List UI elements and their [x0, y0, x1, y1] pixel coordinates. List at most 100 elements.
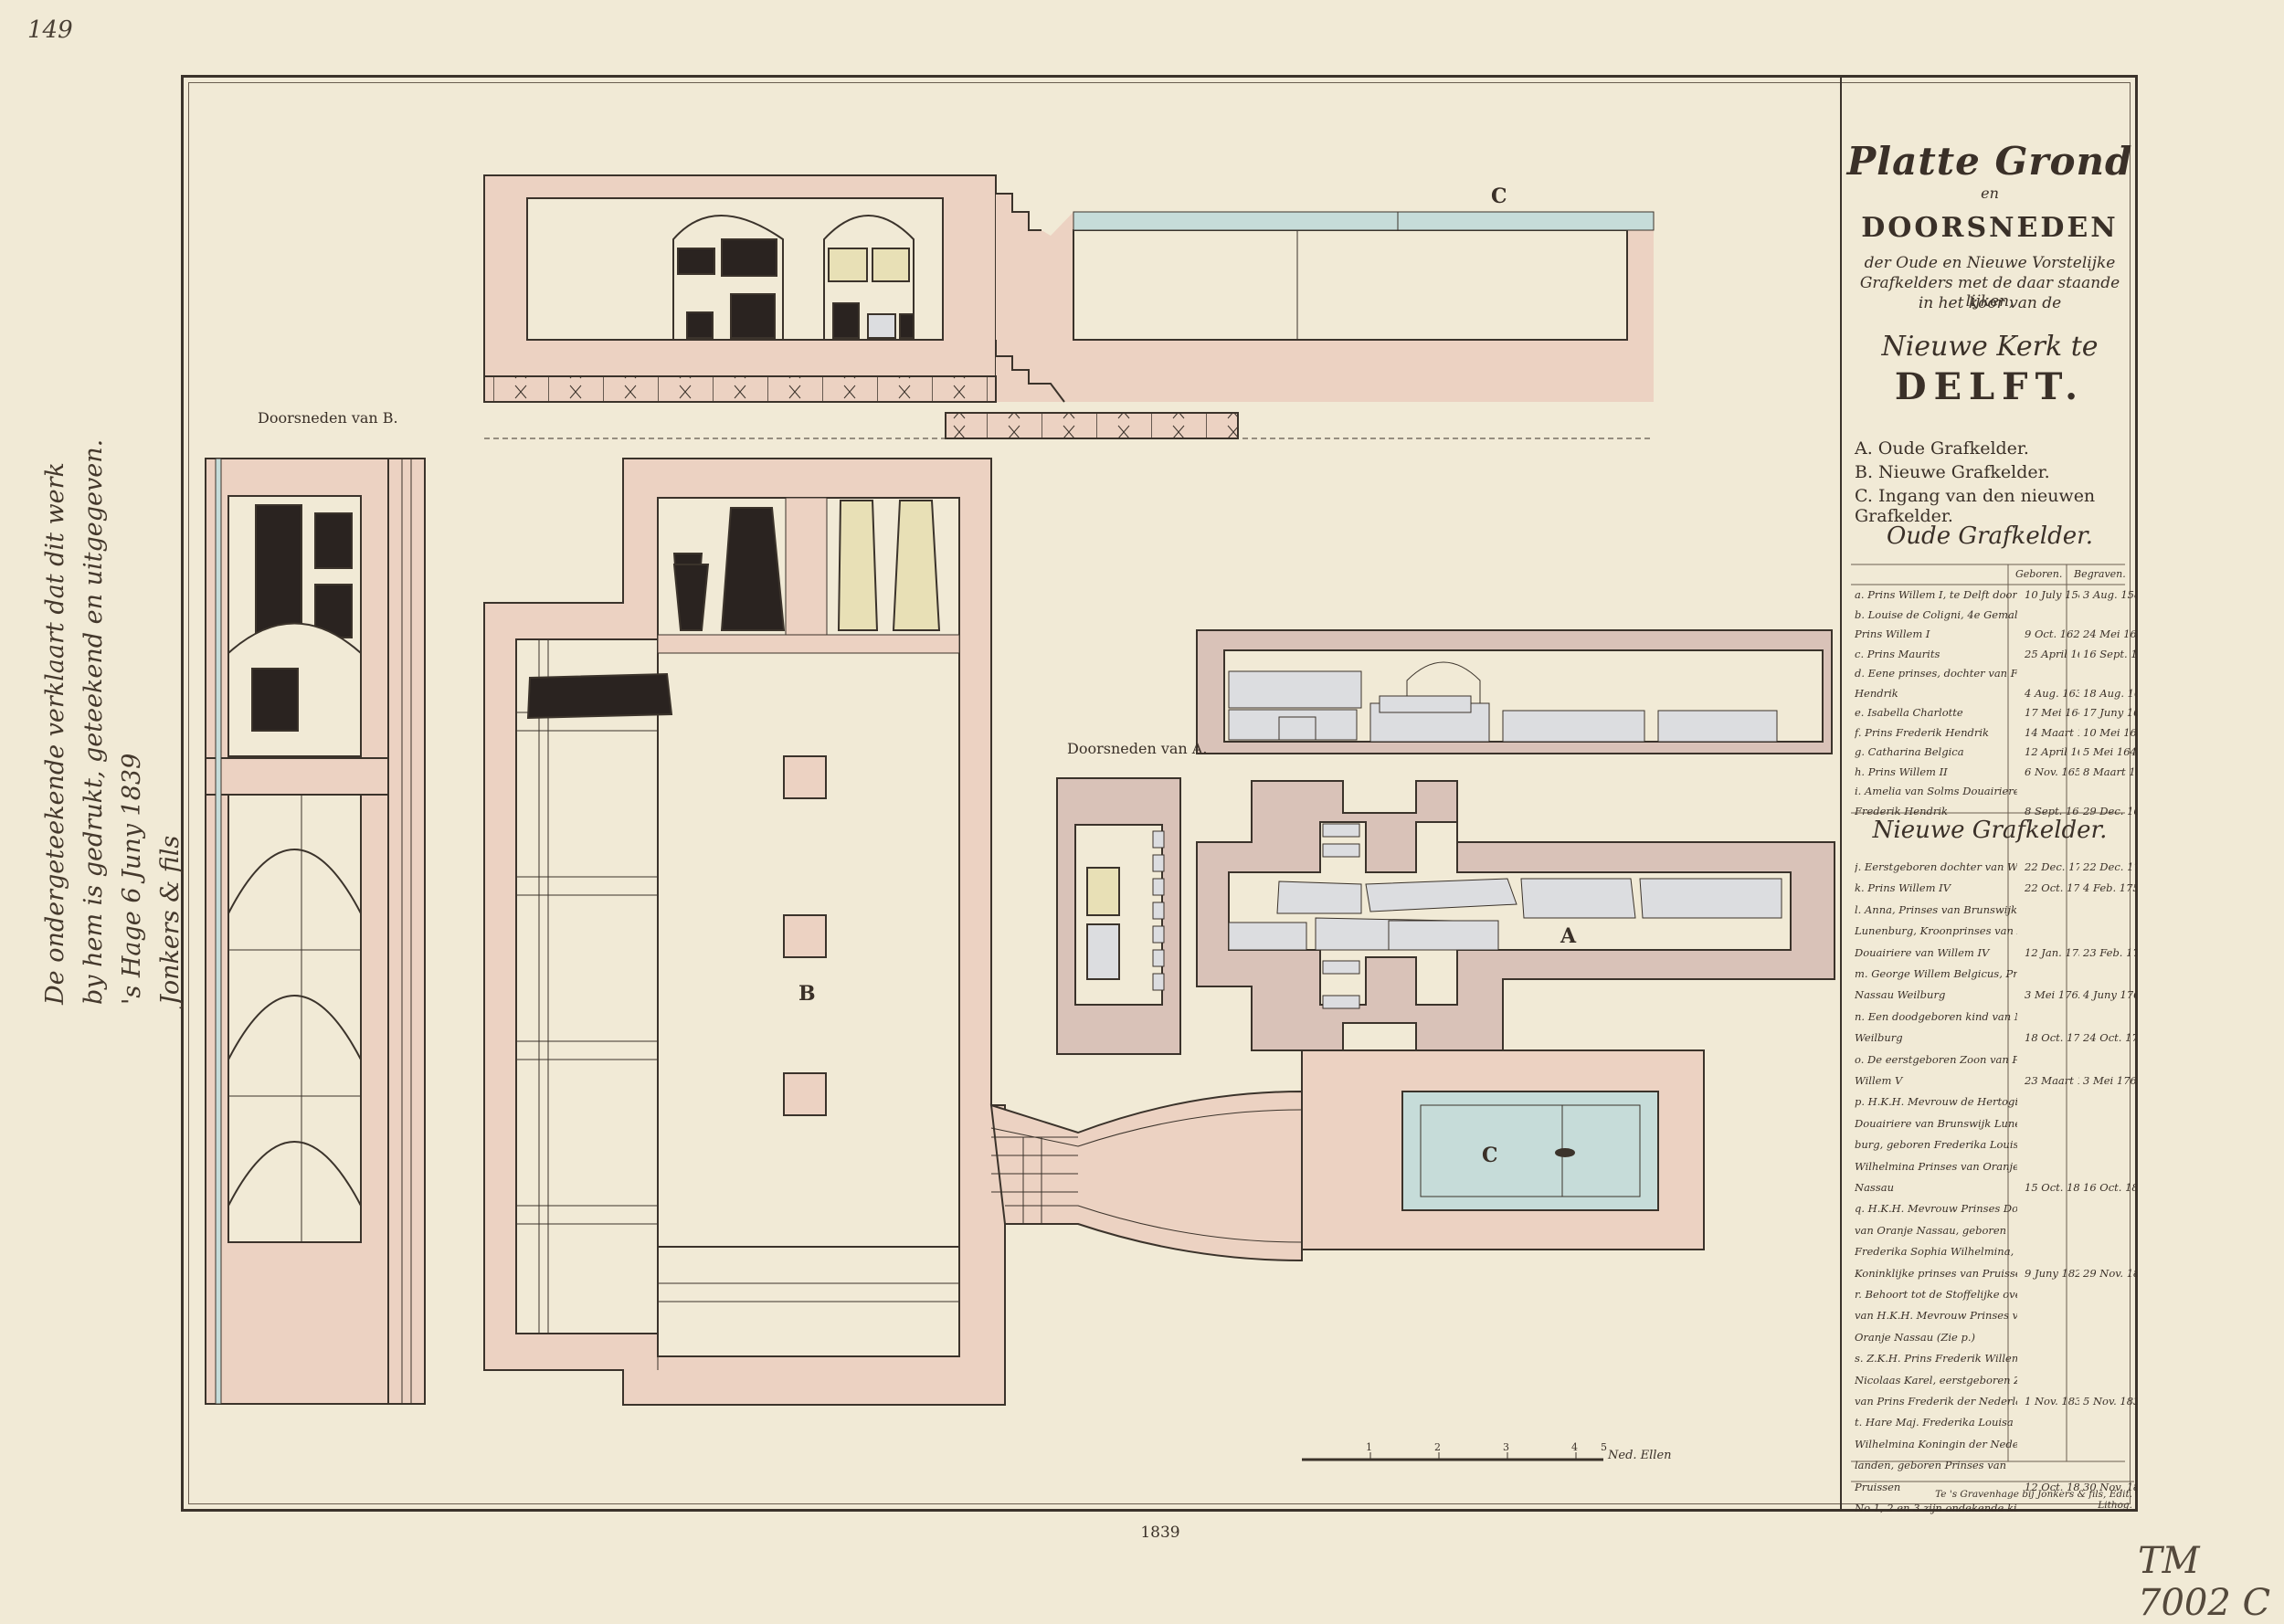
sheet-number: 149: [27, 16, 73, 44]
table-cell-buried: 4 Feb. 1752: [2083, 881, 2138, 895]
table-row: van Oranje Nassau, geboren: [1855, 1224, 2138, 1244]
table-cell-born: 15 Oct. 1819: [2025, 1181, 2079, 1194]
table-cell-name: m. George Willem Belgicus, Prins van: [1855, 967, 2017, 980]
year: 1839: [1140, 1524, 1180, 1542]
table-row: o. De eerstgeboren Zoon van Prins: [1855, 1053, 2138, 1073]
table-cell-born: 3 Mei 1762: [2025, 988, 2079, 1002]
section-b-label: Doorsneden van B.: [258, 409, 398, 427]
map-frame: [181, 75, 2138, 1512]
table-cell-buried: 24 Oct. 1767: [2083, 1031, 2138, 1045]
table-cell-name: Frederika Sophia Wilhelmina,: [1855, 1245, 2014, 1259]
title-sub1: der Oude en Nieuwe Vorstelijke: [1864, 254, 2116, 272]
col-born: Geboren.: [2015, 568, 2063, 580]
table-cell-name: e. Isabella Charlotte: [1855, 706, 1963, 719]
table-row: r. Behoort tot de Stoffelijke overblijfs…: [1855, 1288, 2138, 1308]
legend-c: C. Ingang van den nieuwen Grafkelder.: [1855, 486, 2096, 526]
table-cell-name: Oranje Nassau (Zie p.): [1855, 1330, 1975, 1344]
table-row: b. Louise de Coligni, 4e Gemalin van: [1855, 608, 2138, 628]
title-en: en: [1981, 185, 1999, 202]
table-row: landen, geboren Prinses van: [1855, 1459, 2138, 1479]
table-cell-name: landen, geboren Prinses van: [1855, 1459, 2006, 1472]
table-row: k. Prins Willem IV 22 Oct. 1751 4 Feb. 175…: [1855, 881, 2138, 902]
table-cell-name: Weilburg: [1855, 1031, 1903, 1045]
title-line1: Platte Grond: [1846, 139, 2133, 184]
table-cell-name: s. Z.K.H. Prins Frederik Willem: [1855, 1352, 2017, 1366]
table-cell-name: Willem V: [1855, 1074, 1903, 1087]
table-cell-name: Douairiere van Brunswijk Lunen-: [1855, 1116, 2017, 1130]
table-cell-buried: 29 Dec. 1675: [2083, 804, 2138, 817]
table-cell-name: b. Louise de Coligni, 4e Gemalin van: [1855, 607, 2017, 621]
publisher-line: Te 's Gravenhage bij Jonkers & fils, Edi…: [1935, 1489, 2132, 1511]
scale-tick: 1: [1366, 1441, 1372, 1453]
table-cell-name: Lunenburg, Kroonprinses van Engeland: [1855, 924, 2017, 938]
table-cell-name: Frederik Hendrik: [1855, 804, 1948, 817]
table-cell-name: r. Behoort tot de Stoffelijke overblijfs…: [1855, 1288, 2017, 1301]
table-cell-name: o. De eerstgeboren Zoon van Prins: [1855, 1052, 2017, 1066]
plan-b: [483, 458, 1006, 1406]
signature-line: 's Hage 6 Juny 1839: [118, 753, 146, 1005]
table-cell-born: 22 Oct. 1751: [2025, 881, 2079, 895]
section-c: [483, 174, 1655, 439]
table-cell-born: 22 Dec. 1736: [2025, 860, 2079, 873]
scale-tick: 5: [1601, 1441, 1607, 1453]
table-row: burg, geboren Frederika Louisa: [1855, 1138, 2138, 1158]
legend-b: B. Nieuwe Grafkelder.: [1855, 462, 2050, 482]
table-cell-name: Nicolaas Karel, eerstgeboren Zoon: [1855, 1373, 2017, 1387]
section-a-label: Doorsneden van A.: [1067, 740, 1208, 757]
table-cell-name: van Oranje Nassau, geboren: [1855, 1223, 2007, 1237]
table-cell-buried: 24 Mei 1621: [2083, 627, 2138, 640]
table-cell-buried: 23 Feb. 1759: [2083, 945, 2138, 959]
table-cell-name: k. Prins Willem IV: [1855, 881, 1951, 895]
table-rules: [1851, 564, 2134, 1482]
table-cell-buried: 29 Nov. 1820: [2083, 1266, 2138, 1280]
title-sub2: Grafkelders met de daar staande lijken,: [1859, 274, 2120, 311]
table-cell-name: g. Catharina Belgica: [1855, 745, 1964, 758]
table-cell-born: 14 Maart 1647: [2025, 725, 2079, 739]
table-row: l. Anna, Prinses van Brunswijk: [1855, 903, 2138, 923]
table-cell-name: a. Prins Willem I, te Delft doorschoten: [1855, 588, 2017, 601]
table-cell-buried: 8 Maart 1651: [2083, 765, 2138, 778]
table-cell-name: Wilhelmina Prinses van Oranje: [1855, 1159, 2017, 1173]
table-cell-name: Koninklijke prinses van Pruissen: [1855, 1266, 2017, 1280]
scale-bar: [1302, 1452, 1603, 1461]
plan-c-letter: C: [1482, 1144, 1498, 1167]
table-row: s. Z.K.H. Prins Frederik Willem: [1855, 1352, 2138, 1372]
table-cell-name: Nassau: [1855, 1181, 1894, 1194]
table-cell-name: Pruissen: [1855, 1480, 1901, 1493]
table-cell-born: 12 Oct. 1837: [2025, 1480, 2079, 1493]
table-cell-name: h. Prins Willem II: [1855, 765, 1948, 778]
table-row: a. Prins Willem I, te Delft doorschoten 1…: [1855, 588, 2138, 608]
table-cell-buried: 22 Dec. 1736: [2083, 860, 2138, 873]
handwritten-certification: De ondergeteekende verklaart dat dit wer…: [37, 420, 190, 1005]
table-cell-name: Hendrik: [1855, 686, 1898, 700]
table-cell-buried: 16 Sept. 1625: [2083, 647, 2138, 660]
table-row: Wilhelmina Prinses van Oranje: [1855, 1160, 2138, 1180]
scale-tick: 4: [1571, 1441, 1578, 1453]
table-cell-name: van H.K.H. Mevrouw Prinses van: [1855, 1309, 2017, 1323]
table-cell-name: Wilhelmina Koningin der Neder-: [1855, 1437, 2017, 1450]
table-cell-born: 10 July 1584: [2025, 588, 2079, 601]
table-cell-buried: 4 Juny 1762: [2083, 988, 2138, 1002]
table-cell-born: 9 Juny 1820: [2025, 1266, 2079, 1280]
title-line2: DOORSNEDEN: [1861, 212, 2119, 244]
table-cell-name: f. Prins Frederik Hendrik: [1855, 725, 1990, 739]
signature-line: by hem is gedrukt, geteekend en uitgegev…: [79, 438, 108, 1005]
oude-heading: Oude Grafkelder.: [1886, 522, 2093, 550]
table-cell-born: 18 Oct. 1767: [2025, 1031, 2079, 1045]
plan-a-letter: A: [1560, 924, 1577, 948]
scale-label: Ned. Ellen: [1608, 1449, 1672, 1462]
table-cell-born: 9 Oct. 1620: [2025, 627, 2079, 640]
table-cell-name: p. H.K.H. Mevrouw de Hertogin: [1855, 1095, 2017, 1109]
col-buried: Begraven.: [2074, 568, 2126, 580]
table-cell-born: 6 Nov. 1650: [2025, 765, 2079, 778]
table-row: t. Hare Maj. Frederika Louisa: [1855, 1416, 2138, 1436]
table-cell-buried: 16 Oct. 1819: [2083, 1181, 2138, 1194]
table-row: q. H.K.H. Mevrouw Prinses Douairiere: [1855, 1202, 2138, 1222]
table-cell-born: 1 Nov. 1834: [2025, 1395, 2079, 1408]
table-row: No 1, 2 en 3 zijn ondekende kistjes.: [1855, 1502, 2138, 1522]
table-cell-name: i. Amelia van Solms Douairiere van: [1855, 785, 2017, 797]
table-cell-buried: 18 Aug. 1630: [2083, 686, 2138, 700]
table-cell-born: 25 April 1625: [2025, 647, 2079, 660]
